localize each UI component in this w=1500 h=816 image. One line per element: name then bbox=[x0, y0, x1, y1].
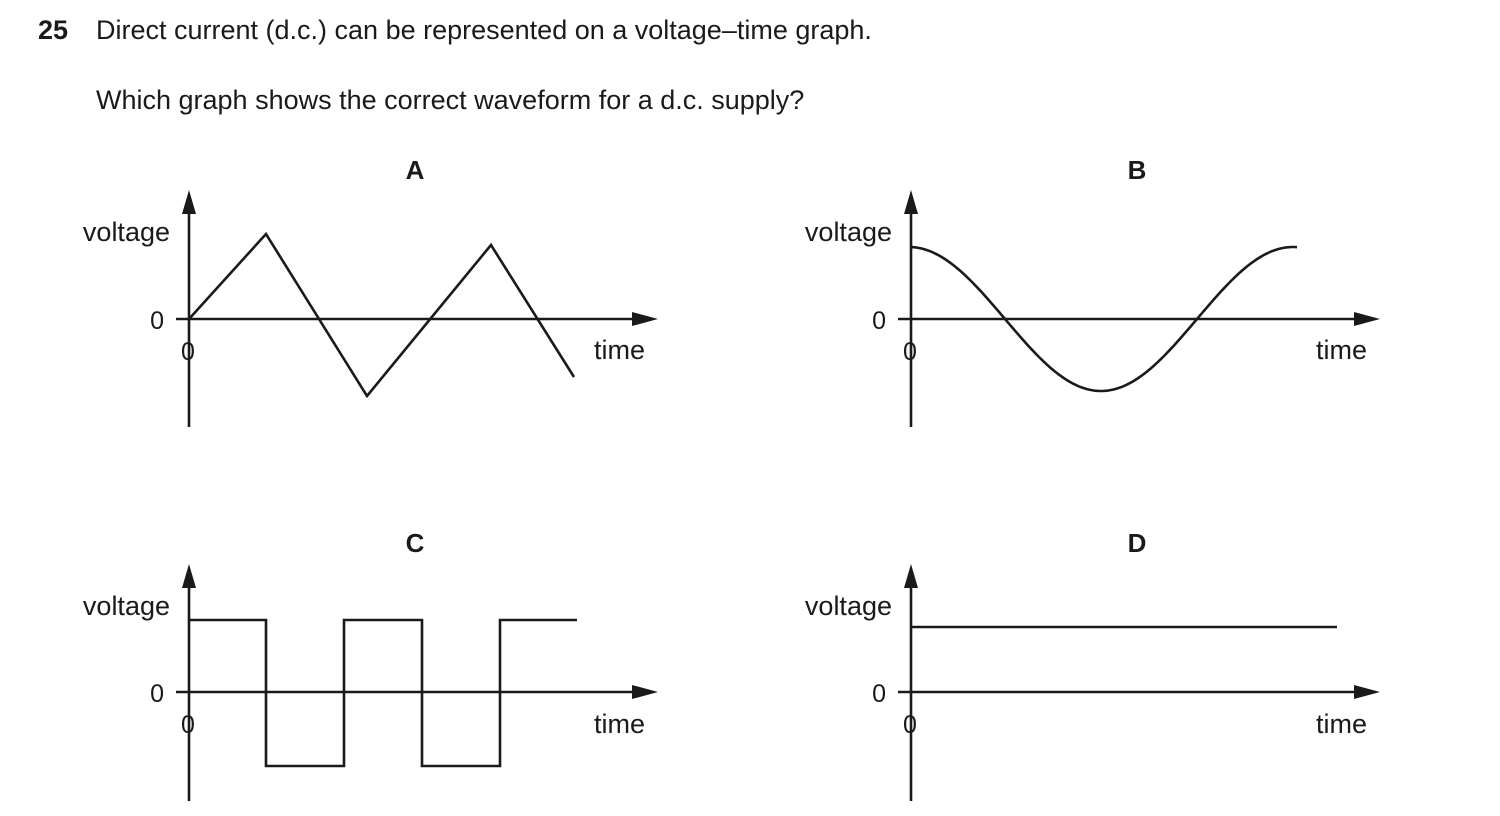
option-a-letter: A bbox=[406, 155, 425, 185]
option-a-x-axis-label: time bbox=[594, 335, 645, 365]
option-d-y-axis-arrow bbox=[904, 564, 918, 588]
option-a-x-axis-arrow bbox=[632, 312, 658, 326]
option-b-x-axis-arrow bbox=[1354, 312, 1380, 326]
option-d-graph[interactable]: D voltage 0 0 time bbox=[805, 528, 1380, 801]
option-d-x-axis-arrow bbox=[1354, 685, 1380, 699]
option-c-waveform bbox=[189, 618, 577, 768]
option-a-waveform bbox=[188, 231, 576, 399]
question-stem: Direct current (d.c.) can be represented… bbox=[96, 15, 872, 45]
option-a-y-axis-arrow bbox=[182, 190, 196, 214]
option-b-letter: B bbox=[1128, 155, 1147, 185]
option-d-y-axis-label: voltage bbox=[805, 591, 892, 621]
option-a-y-axis-label: voltage bbox=[83, 217, 170, 247]
option-b-graph[interactable]: B voltage 0 0 time bbox=[805, 155, 1380, 427]
option-a-y-zero-label: 0 bbox=[150, 307, 164, 335]
option-b-waveform bbox=[910, 245, 1298, 393]
option-c-x-axis-arrow bbox=[632, 685, 658, 699]
option-c-graph[interactable]: C voltage 0 0 time bbox=[83, 528, 658, 801]
option-b-y-axis-label: voltage bbox=[805, 217, 892, 247]
option-a-graph[interactable]: A voltage 0 0 time bbox=[83, 155, 658, 427]
option-c-y-axis-label: voltage bbox=[83, 591, 170, 621]
option-c-y-axis-arrow bbox=[182, 564, 196, 588]
question-number: 25 bbox=[38, 15, 69, 45]
option-c-y-zero-label: 0 bbox=[150, 680, 164, 708]
option-d-y-zero-label: 0 bbox=[872, 680, 886, 708]
option-c-x-axis-label: time bbox=[594, 709, 645, 739]
option-d-letter: D bbox=[1128, 528, 1147, 558]
option-b-y-axis-arrow bbox=[904, 190, 918, 214]
option-c-letter: C bbox=[406, 528, 425, 558]
option-b-y-zero-label: 0 bbox=[872, 307, 886, 335]
question-prompt: Which graph shows the correct waveform f… bbox=[96, 85, 805, 115]
option-d-x-axis-label: time bbox=[1316, 709, 1367, 739]
option-b-x-axis-label: time bbox=[1316, 335, 1367, 365]
